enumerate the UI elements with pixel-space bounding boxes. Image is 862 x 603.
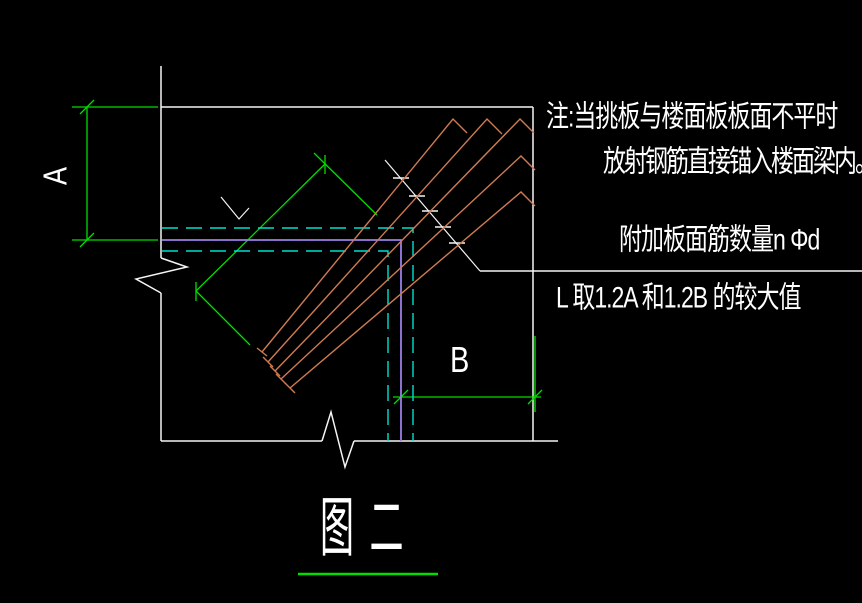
radial-bar-3 <box>274 118 535 372</box>
beam-hidden-edge-outer <box>162 227 414 441</box>
dimension-label-b: B <box>450 340 470 381</box>
note-line-2: 放射钢筋直接锚入楼面梁内。 <box>603 144 862 179</box>
beam-hidden-edge-inner <box>162 250 389 441</box>
radial-bar-2-end-tick <box>262 356 274 368</box>
radial-bar-4 <box>280 155 536 380</box>
corner-bar-stub <box>313 152 378 216</box>
radial-bar-5 <box>289 191 536 389</box>
note-line-1: 注:当挑板与楼面板板面不平时 <box>546 99 838 134</box>
dim-a-tick-bottom <box>79 232 95 248</box>
dimension-label-a: A <box>35 167 74 186</box>
slab-bottom-break-symbol <box>321 409 355 470</box>
rebar-quantity-label: 附加板面筋数量n Φd <box>619 222 820 257</box>
radial-bar-3-end-tick <box>269 365 281 377</box>
length-rule-label: L 取1.2A 和1.2B 的较大值 <box>556 280 801 315</box>
radial-bar-1 <box>261 117 468 353</box>
check-mark <box>220 196 250 220</box>
radial-bar-2 <box>267 117 503 363</box>
dim-a-tick-top <box>79 99 95 115</box>
corner-bar-arm-down <box>195 290 251 346</box>
radial-bar-5-end-tick <box>284 382 296 394</box>
figure-caption: 图 二 <box>320 493 407 566</box>
slab-left-break-symbol <box>133 257 190 294</box>
radial-bar-4-end-tick <box>275 373 287 385</box>
beam-center-line <box>162 239 402 441</box>
radial-bar-1-end-tick <box>256 347 268 357</box>
